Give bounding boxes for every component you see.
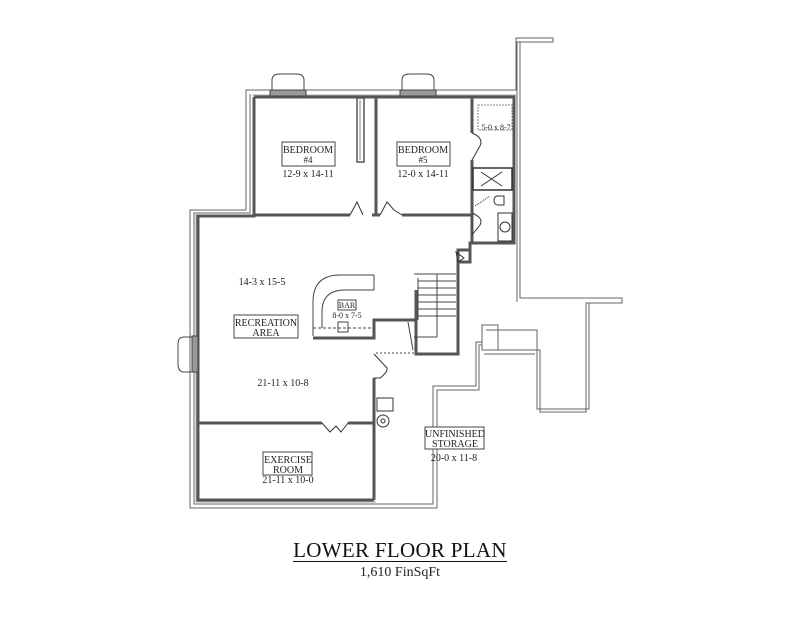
exercise-name-line1: EXERCISE (264, 455, 312, 466)
storage-dims: 20-0 x 11-8 (431, 453, 477, 464)
storage-name-line2: STORAGE (432, 439, 478, 450)
bedroom4-closet (356, 97, 365, 163)
closet-dims: 5-0 x 8-7 (481, 123, 510, 132)
bedroom4-dims: 12-9 x 14-11 (282, 169, 333, 180)
bar-name: BAR (339, 301, 356, 310)
bath-fixtures (472, 104, 513, 242)
bedroom4-name: BEDROOM (283, 145, 333, 156)
bar-counter (312, 274, 375, 336)
recreation-dims-upper: 14-3 x 15-5 (239, 277, 286, 288)
recreation-name-line2: AREA (252, 328, 280, 339)
bar-dims: 8-0 x 7-5 (332, 311, 361, 320)
walls (196, 95, 516, 502)
foundation-outline (189, 37, 623, 509)
utilities (376, 397, 394, 428)
bedroom5-name: BEDROOM (398, 145, 448, 156)
storage-name-line1: UNFINISHED (425, 429, 485, 440)
bedroom5-dims: 12-0 x 14-11 (397, 169, 448, 180)
bedroom4-number: #4 (304, 155, 314, 165)
recreation-dims-lower: 21-11 x 10-8 (257, 378, 308, 389)
windows (177, 73, 437, 373)
room-labels: BEDROOM #4 12-9 x 14-11 BEDROOM #5 12-0 … (233, 123, 511, 486)
stairs (376, 273, 456, 354)
bedroom5-number: #5 (419, 155, 429, 165)
exercise-name-line2: ROOM (273, 465, 303, 476)
plan-title-block: LOWER FLOOR PLAN 1,610 FinSqFt (0, 540, 800, 581)
plan-area-subtitle: 1,610 FinSqFt (359, 565, 441, 580)
doors (321, 132, 482, 433)
plan-title: LOWER FLOOR PLAN (293, 538, 507, 562)
exercise-dims: 21-11 x 10-0 (262, 475, 313, 486)
recreation-name-line1: RECREATION (235, 318, 297, 329)
